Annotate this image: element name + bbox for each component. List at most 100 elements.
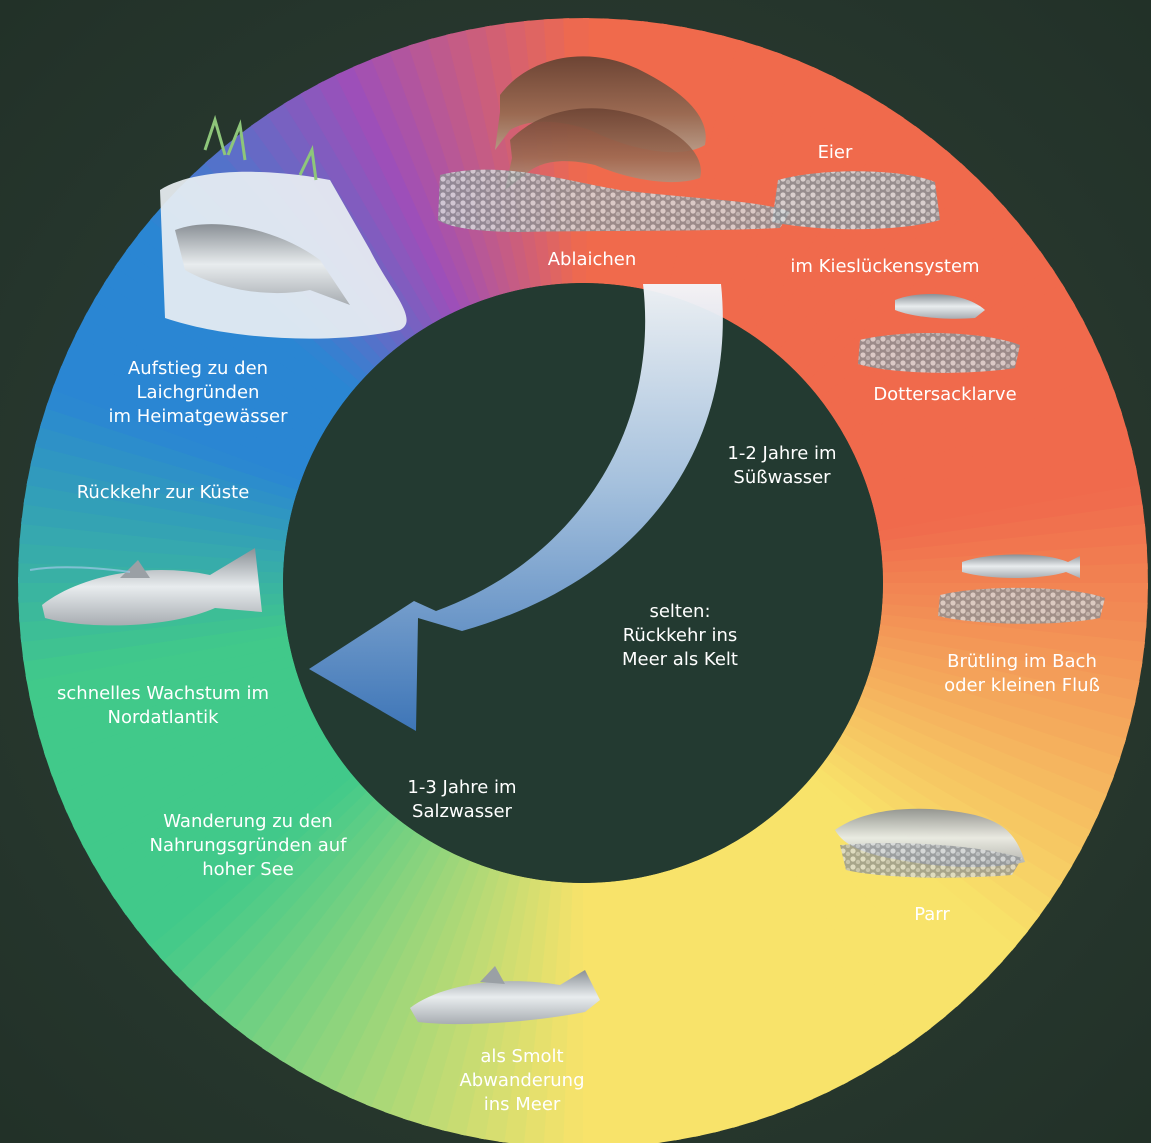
ring-segment [842,300,1085,445]
ring-segment [695,59,819,311]
ring-segment [295,841,443,1082]
ring-segment [781,798,976,1007]
ring-segment [692,857,813,1110]
ring-segment [871,427,1133,514]
ring-segment [215,810,399,1029]
ring-segment [791,176,994,377]
ring-segment [621,878,682,1143]
label-kies: im Kieslückensystem [790,256,979,277]
ring-segment [262,829,425,1063]
ring-segment [721,842,866,1085]
label-line: Salzwasser [412,801,512,822]
ring-segment [50,682,305,795]
label-line: Eier [818,142,853,163]
label-line: im Kieslückensystem [790,256,979,277]
ring-segment [880,504,1146,555]
ring-segment [22,621,288,682]
label-line: Dottersacklarve [873,384,1016,405]
label-line: Wanderung zu den [163,811,332,832]
ring-segment [353,56,474,309]
alevin-icon [858,294,1020,373]
ring-segment [111,748,341,916]
label-line: 1-3 Jahre im [407,777,516,798]
ring-segment [230,817,407,1041]
ring-segment [81,721,324,866]
eggs-icon [772,171,940,230]
ring-segment [20,611,286,662]
label-line: selten: [649,601,710,622]
cycle-center [283,283,883,883]
ring-segment [283,90,436,329]
label-line: 1-2 Jahre im [727,443,836,464]
label-salzwasser: 1-3 Jahre im Salzwasser [407,777,516,822]
label-line: im Heimatgewässer [109,406,289,427]
ring-segment [739,831,899,1066]
ring-segment [59,347,311,471]
ring-segment [122,756,347,931]
ring-segment [389,43,494,302]
ring-segment [408,38,504,298]
ring-segment [52,365,307,481]
ring-segment [846,714,1091,854]
ring-segment [43,672,302,777]
ring-segment [371,50,484,305]
ring-segment [672,864,777,1123]
ring-segment [84,295,325,443]
ring-segment [159,781,368,976]
label-line: oder kleinen Fluß [944,675,1100,696]
ring-segment [38,662,298,758]
smolt-icon [410,966,600,1025]
stage-labels: Ablaichen Eier im KieslückensystemDottersa… [57,142,1100,1115]
label-line: Ablaichen [548,249,637,270]
label-line: Nahrungsgründen auf [150,835,348,856]
ring-segment [773,805,962,1020]
label-line: Rückkehr zur Küste [77,482,250,503]
ring-segment [75,312,320,452]
ring-segment [730,837,883,1076]
label-line: Meer als Kelt [622,649,738,670]
ring-segment [756,819,931,1044]
ring-segment [864,389,1123,494]
ring-segment [705,66,836,315]
ring-segment [852,335,1102,464]
ring-segment [365,859,481,1114]
label-line: Aufstieg zu den [128,358,268,379]
ring-segment [66,330,315,461]
ring-segment [702,852,831,1102]
ring-segment [300,81,445,324]
label-line: schnelles Wachstum im [57,683,269,704]
ring-segment [748,825,916,1055]
ring-segment [874,446,1137,524]
ring-segment [29,642,292,720]
ring-segment [90,730,329,883]
ring-segment [33,652,295,739]
ring-segment [134,765,354,947]
ring-segment [798,190,1007,385]
ring-segment [72,711,319,849]
ring-segment [851,705,1100,836]
ring-segment [861,371,1116,484]
label-dotter: Dottersacklarve [873,384,1016,405]
label-line: hoher See [202,859,294,880]
label-line: Parr [914,904,950,925]
ring-segment [312,846,452,1091]
ring-segment [876,465,1141,535]
ring-segment [146,773,361,962]
ring-segment [847,317,1094,455]
label-line: Rückkehr ins [623,625,738,646]
cycle-ring [18,18,1148,1143]
ring-segment [100,739,335,899]
ring-segment [25,631,290,701]
ring-segment [841,723,1082,871]
ring-segment [857,353,1110,474]
ring-segment [611,880,662,1143]
ring-segment [881,523,1148,566]
ring-segment [662,868,758,1128]
